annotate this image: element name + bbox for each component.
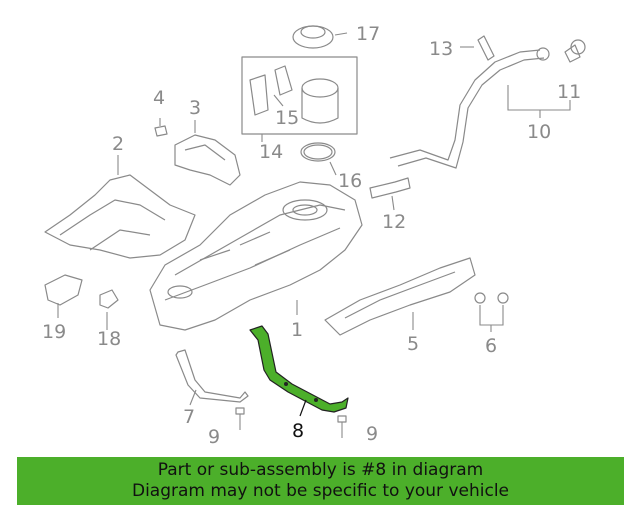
cap-part-11[interactable] [564,39,586,63]
banner-line-disclaimer: Diagram may not be specific to your vehi… [131,481,509,501]
callout-7[interactable]: 7 [183,406,195,428]
callout-8[interactable]: 8 [292,420,304,442]
callouts: 1 2 3 4 5 6 7 8 9 9 10 11 12 13 14 15 16… [42,23,581,448]
banner-line-part-number: Part or sub-assembly is #8 in diagram [157,460,484,480]
filler-pipe-part-10[interactable] [389,47,571,169]
callout-5[interactable]: 5 [407,333,419,355]
callout-12[interactable]: 12 [382,211,406,233]
callout-10[interactable]: 10 [527,121,551,143]
callout-13[interactable]: 13 [429,38,453,60]
callout-1[interactable]: 1 [291,319,303,341]
info-banner: Part or sub-assembly is #8 in diagram Di… [17,457,624,505]
heat-shield-part[interactable] [44,174,196,259]
callout-6[interactable]: 6 [485,335,497,357]
callout-9-left[interactable]: 9 [208,426,220,448]
strap-part-8-highlighted[interactable] [249,325,349,413]
callout-3[interactable]: 3 [189,97,201,119]
clip-part-4[interactable] [154,118,168,137]
fuel-tank-part[interactable] [149,181,363,331]
fuel-pump-assembly-part-14[interactable] [241,56,358,135]
callout-14[interactable]: 14 [259,141,283,163]
shield-part-5[interactable] [324,257,476,336]
shield-part-3[interactable] [174,134,241,186]
callout-4[interactable]: 4 [153,87,165,109]
hose-part-12[interactable] [369,177,411,199]
callout-16[interactable]: 16 [338,170,362,192]
strap-part-7[interactable] [175,349,249,403]
callout-18[interactable]: 18 [97,328,121,350]
fasteners-part-6[interactable] [474,292,509,332]
callout-17[interactable]: 17 [356,23,380,45]
bracket-part-18[interactable] [99,289,119,309]
leader-lines [57,32,414,417]
lock-ring-part-17[interactable] [292,25,334,49]
callout-15[interactable]: 15 [275,107,299,129]
callout-2[interactable]: 2 [112,133,124,155]
valve-part-13[interactable] [460,35,495,61]
parts-diagram: 1 2 3 4 5 6 7 8 9 9 10 11 12 13 14 15 16… [42,23,586,448]
bolt-part-9-right[interactable] [337,415,347,438]
bolt-part-9-left[interactable] [235,407,245,430]
callout-9-right[interactable]: 9 [366,423,378,445]
seal-ring-part-16[interactable] [300,142,336,162]
bracket-part-19[interactable] [44,274,83,306]
callout-11[interactable]: 11 [557,81,581,103]
callout-19[interactable]: 19 [42,321,66,343]
